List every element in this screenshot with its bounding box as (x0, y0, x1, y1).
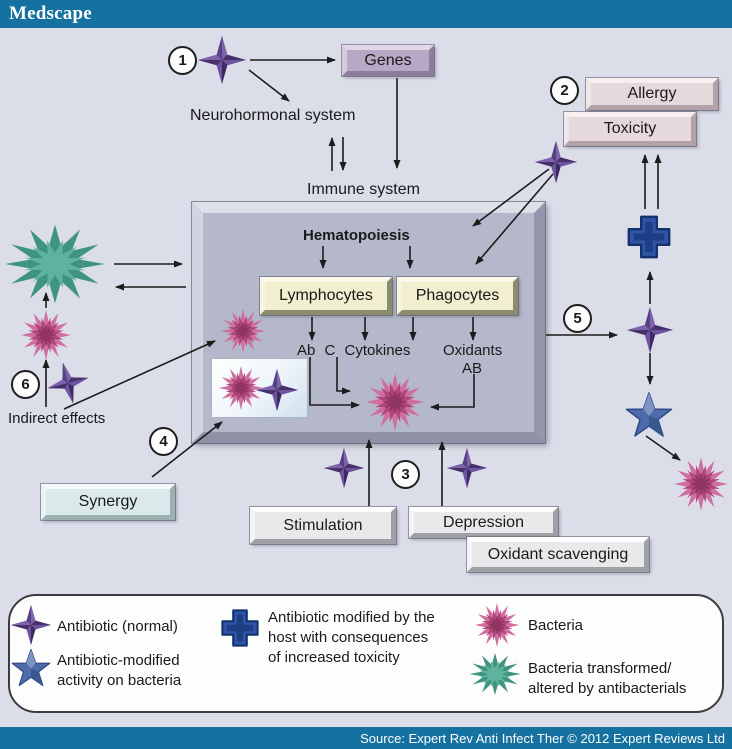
medscape-logo: Medscape (9, 3, 92, 24)
stimulation-box: Stimulation (250, 507, 396, 544)
bacteria-transformed-icon (3, 223, 107, 305)
arrow-indirect-to-box-bacteria (63, 340, 216, 410)
arrow-ab-to-bacteria (309, 357, 360, 409)
antibiotic-star-icon (198, 36, 246, 84)
step-marker-2: 2 (550, 76, 579, 105)
legend-box (8, 594, 724, 713)
antibiotic-star-icon (447, 448, 487, 488)
neurohormonal-system-label: Neurohormonal system (190, 107, 356, 124)
oxidants-label: Oxidants (443, 342, 503, 359)
bacteria-icon (474, 602, 520, 648)
indirect-effects-label: Indirect effects (8, 410, 106, 427)
footer-bar: Source: Expert Rev Anti Infect Ther © 20… (0, 727, 732, 749)
arrow-antibiotic-to-neurohormonal (248, 69, 290, 102)
legend-label-antibiotic-normal: Antibiotic (normal) (57, 618, 178, 635)
hematopoiesis-label: Hematopoiesis (303, 227, 410, 244)
lymphocytes-box: Lymphocytes (260, 277, 392, 315)
legend-label-host-modified: Antibiotic modified by the host with con… (268, 609, 435, 666)
source-attribution: Source: Expert Rev Anti Infect Ther © 20… (360, 730, 725, 746)
step-marker-1: 1 (168, 46, 197, 75)
antibiotic-modified-star-icon (625, 391, 673, 439)
oxidant-scavenging-box: Oxidant scavenging (467, 537, 649, 572)
bacteria-transformed-icon (468, 652, 522, 696)
allergy-box: Allergy (586, 78, 718, 110)
ab-c-cytokines-label: Ab C Cytokines (297, 342, 411, 359)
step-marker-3: 3 (391, 460, 420, 489)
bacteria-icon (220, 308, 266, 354)
bacteria-icon (673, 456, 729, 512)
antibiotic-star-icon (324, 448, 364, 488)
step-marker-5: 5 (563, 304, 592, 333)
arrow-c-to-bacteria (336, 357, 351, 395)
synergy-box: Synergy (41, 484, 175, 520)
genes-box: Genes (342, 45, 434, 76)
toxicity-box: Toxicity (564, 112, 696, 146)
depression-box: Depression (409, 507, 558, 538)
antibiotic-modified-star-icon (11, 648, 51, 688)
arrow-antibiotic2-to-box-1 (472, 168, 550, 227)
legend-label-bacteria: Bacteria (528, 617, 584, 634)
antibiotic-host-modified-cross-icon (220, 608, 260, 648)
arrow-oxidants-to-bacteria (430, 374, 475, 411)
legend-label-bacteria-transformed: Bacteria transformed/ altered by antibac… (528, 660, 687, 697)
antibiotic-normal-star-icon (11, 605, 51, 645)
antibiotic-star-icon (535, 141, 577, 183)
phagocytes-box: Phagocytes (397, 277, 518, 315)
antibiotic-host-modified-cross-icon (626, 214, 672, 260)
step-marker-6: 6 (11, 370, 40, 399)
bacteria-icon (365, 372, 425, 432)
legend-label-antibiotic-modified: Antibiotic-modified activity on bacteria (57, 652, 182, 689)
arrow-modified-star-to-bacteria (645, 435, 681, 461)
bacteria-icon (218, 365, 264, 411)
immune-system-label: Immune system (307, 181, 420, 198)
antibiotic-star-icon (627, 307, 673, 353)
header-bar: Medscape (0, 0, 732, 28)
arrow-antibiotic2-to-box-2 (475, 173, 554, 265)
bacteria-icon (20, 309, 72, 361)
step-marker-4: 4 (149, 427, 178, 456)
oxidants-ab-label: AB (462, 360, 483, 377)
arrow-synergy-to-subbox (151, 421, 223, 478)
